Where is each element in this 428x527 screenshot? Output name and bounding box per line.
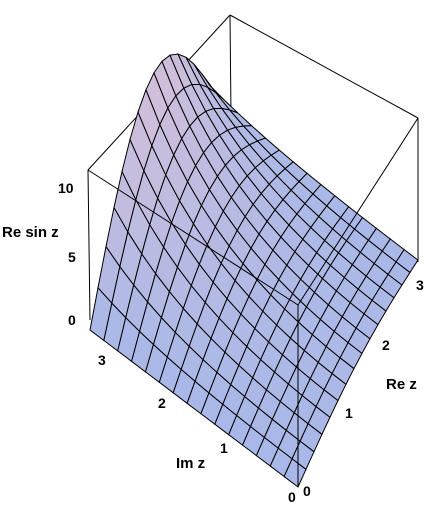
z-axis-label: Re sin z [2,224,59,241]
z-tick-10: 10 [58,180,74,196]
y-axis-label: Im z [176,455,205,472]
surface-patch [395,248,419,274]
bounding-box-front [87,117,419,487]
y-tick-1: 1 [220,440,228,456]
z-tick-0: 0 [68,312,76,328]
z-tick-5: 5 [68,249,76,265]
x-tick-0: 0 [303,483,311,499]
x-tick-2: 2 [382,337,390,353]
x-tick-3: 3 [416,277,424,293]
y-tick-3: 3 [98,352,106,368]
y-tick-2: 2 [158,395,166,411]
y-tick-0: 0 [288,489,296,505]
x-tick-1: 1 [345,405,353,421]
x-axis-label: Re z [386,376,417,393]
surface-mesh [89,53,419,488]
